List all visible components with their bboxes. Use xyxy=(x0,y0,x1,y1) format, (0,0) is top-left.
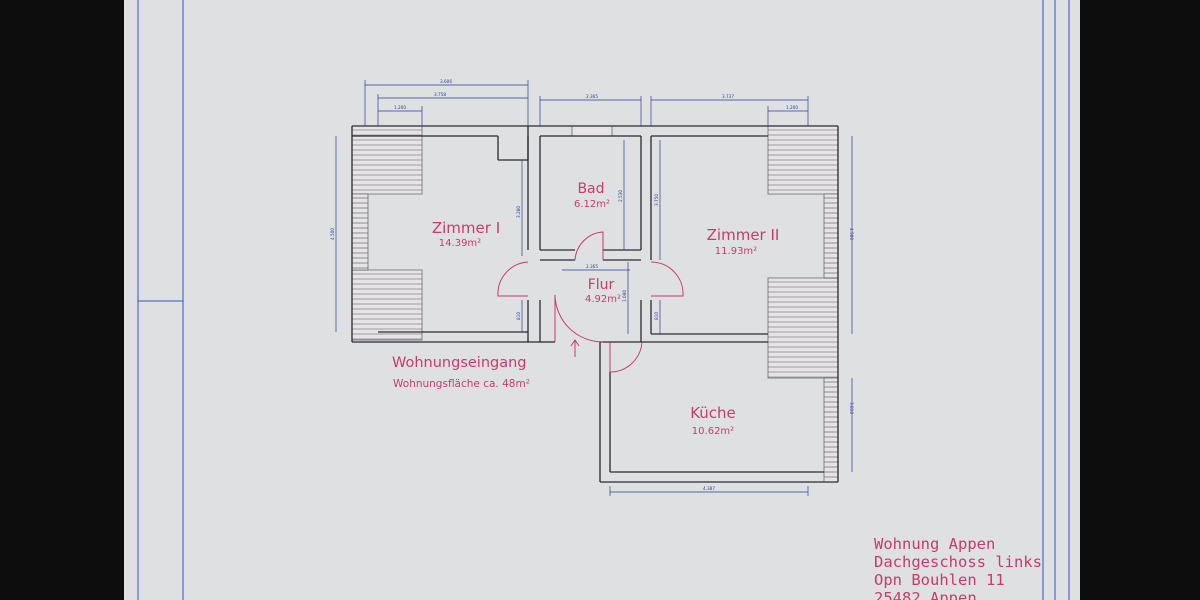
dim-bad-inner: 2.530 xyxy=(618,190,623,202)
dim-top-bad: 2.365 xyxy=(586,94,598,99)
dim-left-height: 4.500 xyxy=(330,228,335,240)
room-name-kueche: Küche xyxy=(690,404,736,422)
dim-top-left-inner: 3.758 xyxy=(434,92,446,97)
title-line-3: Opn Bouhlen 11 xyxy=(874,571,1005,589)
hatch-lines xyxy=(352,129,838,483)
room-name-zimmer-1: Zimmer I xyxy=(432,219,500,237)
sheet-frame xyxy=(137,0,1070,600)
title-line-2: Dachgeschoss links xyxy=(874,553,1042,571)
area-note: Wohnungsfläche ca. 48m² xyxy=(393,378,530,390)
dim-top-right-window: 1.200 xyxy=(786,105,798,110)
title-line-4: 25482 Appen xyxy=(874,589,977,600)
title-line-1: Wohnung Appen xyxy=(874,535,995,553)
room-area-zimmer-2: 11.93m² xyxy=(715,246,757,257)
dim-kueche-height: 3.810 xyxy=(849,402,854,414)
dim-top-right: 3.737 xyxy=(722,94,734,99)
dim-flur-height: 1.080 xyxy=(622,290,627,302)
door-swings xyxy=(497,231,684,373)
title-block: Wohnung Appen Dachgeschoss links Opn Bou… xyxy=(874,535,1042,600)
walls xyxy=(351,125,839,483)
room-area-zimmer-1: 14.39m² xyxy=(439,238,481,249)
dim-left-small: 810 xyxy=(516,312,521,320)
dim-zimmer1-inner: 3.280 xyxy=(516,206,521,218)
dimension-texts: 3.606 3.758 1.200 2.365 3.737 1.200 4.50… xyxy=(330,79,854,491)
dim-flur-width: 2.365 xyxy=(586,264,598,269)
room-area-flur: 4.92m² xyxy=(585,294,621,305)
room-area-bad: 6.12m² xyxy=(574,199,610,210)
dim-zimmer2-inner: 3.750 xyxy=(654,194,659,206)
dim-top-left-window: 1.200 xyxy=(394,105,406,110)
room-name-flur: Flur xyxy=(588,277,615,293)
dimension-lines xyxy=(335,80,853,496)
room-labels: Zimmer I 14.39m² Bad 6.12m² Zimmer II 11… xyxy=(392,181,779,437)
dim-right-height: 4.500 xyxy=(849,228,854,240)
drawing-sheet: 3.606 3.758 1.200 2.365 3.737 1.200 4.50… xyxy=(124,0,1080,600)
entrance-label: Wohnungseingang xyxy=(392,355,527,371)
dim-kueche-width: 4.387 xyxy=(703,486,715,491)
dim-right-small: 810 xyxy=(654,312,659,320)
entrance-arrow xyxy=(570,339,580,357)
room-area-kueche: 10.62m² xyxy=(692,426,734,437)
floor-plan-drawing: 3.606 3.758 1.200 2.365 3.737 1.200 4.50… xyxy=(137,0,1070,600)
dim-top-overall-left: 3.606 xyxy=(440,79,452,84)
room-name-bad: Bad xyxy=(577,181,604,197)
room-name-zimmer-2: Zimmer II xyxy=(707,226,780,244)
